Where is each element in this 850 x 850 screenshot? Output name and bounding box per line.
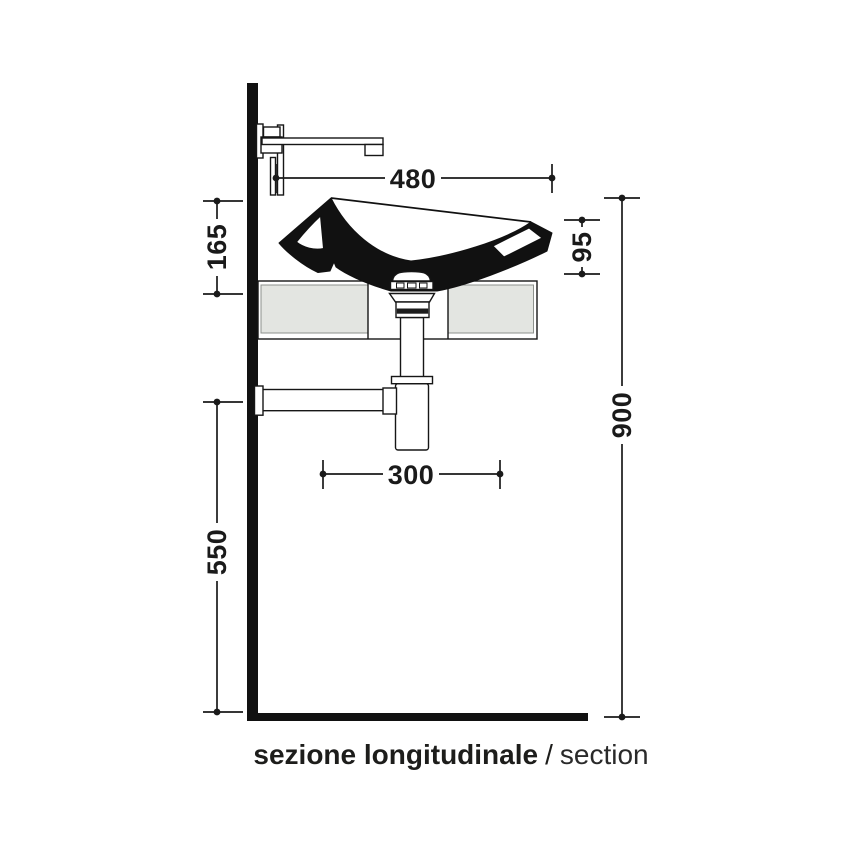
dim-300-textbg bbox=[383, 459, 439, 488]
trap-body bbox=[394, 383, 430, 451]
faucet-body-upper bbox=[262, 126, 281, 138]
dim-480-dot-right bbox=[548, 174, 556, 182]
drain-dome-cap bbox=[391, 270, 432, 282]
drain-trumpet-flange bbox=[388, 292, 436, 303]
caption-separator: / bbox=[545, 739, 553, 770]
dim-550-label: 550 bbox=[202, 529, 232, 576]
dim-480-textbg bbox=[385, 163, 441, 192]
dimension-total-height: 900 bbox=[604, 194, 640, 721]
dimension-outlet-height: 550 bbox=[202, 398, 243, 716]
dim-300-dot-left bbox=[319, 470, 327, 478]
drain-flange bbox=[389, 280, 434, 291]
faucet-cover-plate bbox=[276, 124, 285, 196]
dim-480-dot-left bbox=[272, 174, 280, 182]
basin-cut-profile bbox=[278, 197, 553, 292]
dimension-sink-width: 480 bbox=[272, 163, 556, 194]
dim-550-dot-top bbox=[213, 398, 221, 406]
trap-wall-flange bbox=[253, 385, 264, 416]
faucet-spout bbox=[261, 137, 384, 146]
dim-95-textbg bbox=[567, 227, 597, 267]
trap-top-flange bbox=[390, 375, 434, 385]
counter-right-panel bbox=[447, 284, 534, 334]
drain-and-trap bbox=[253, 316, 434, 451]
faucet-nozzle bbox=[364, 143, 384, 157]
dim-165-label: 165 bbox=[202, 224, 232, 271]
dim-900-dot-top bbox=[618, 194, 626, 202]
counter-left-panel bbox=[260, 284, 369, 334]
basin-rim-line bbox=[330, 197, 532, 223]
caption-english: section bbox=[559, 739, 649, 770]
floor-line bbox=[247, 713, 588, 721]
dim-300-dot-right bbox=[496, 470, 504, 478]
dim-900-dot-bottom bbox=[618, 713, 626, 721]
dimension-sink-height: 165 bbox=[202, 197, 243, 298]
drain-flange-notch-left bbox=[396, 282, 405, 289]
dim-900-textbg bbox=[607, 386, 637, 444]
dim-95-dot-bottom bbox=[578, 270, 586, 278]
dim-900-label: 900 bbox=[607, 392, 637, 439]
wall-and-floor bbox=[247, 83, 588, 721]
dim-165-textbg bbox=[202, 219, 232, 276]
drain-flange-notch-right bbox=[419, 282, 428, 289]
dimension-rim-height: 95 bbox=[564, 216, 600, 278]
wall-faucet bbox=[255, 123, 384, 196]
dim-165-dot-top bbox=[213, 197, 221, 205]
dim-480-label: 480 bbox=[390, 164, 437, 194]
dim-95-label: 95 bbox=[567, 231, 597, 262]
wall-line bbox=[247, 83, 258, 721]
washbasin-section bbox=[278, 197, 553, 319]
drain-gasket-ring bbox=[396, 308, 429, 314]
drain-tailpipe bbox=[399, 316, 425, 379]
dim-165-dot-bottom bbox=[213, 290, 221, 298]
dim-550-textbg bbox=[202, 523, 232, 581]
dim-95-dot-top bbox=[578, 216, 586, 224]
trap-wall-pipe bbox=[260, 388, 386, 412]
dim-300-label: 300 bbox=[388, 460, 435, 490]
caption-italian: sezione longitudinale bbox=[253, 739, 539, 770]
dimension-drain-span: 300 bbox=[319, 459, 504, 490]
drawing-caption: sezione longitudinale/section bbox=[253, 739, 648, 771]
drain-flange-notch-mid bbox=[407, 282, 417, 289]
trap-connector-nut bbox=[382, 387, 398, 415]
dim-550-dot-bottom bbox=[213, 708, 221, 716]
